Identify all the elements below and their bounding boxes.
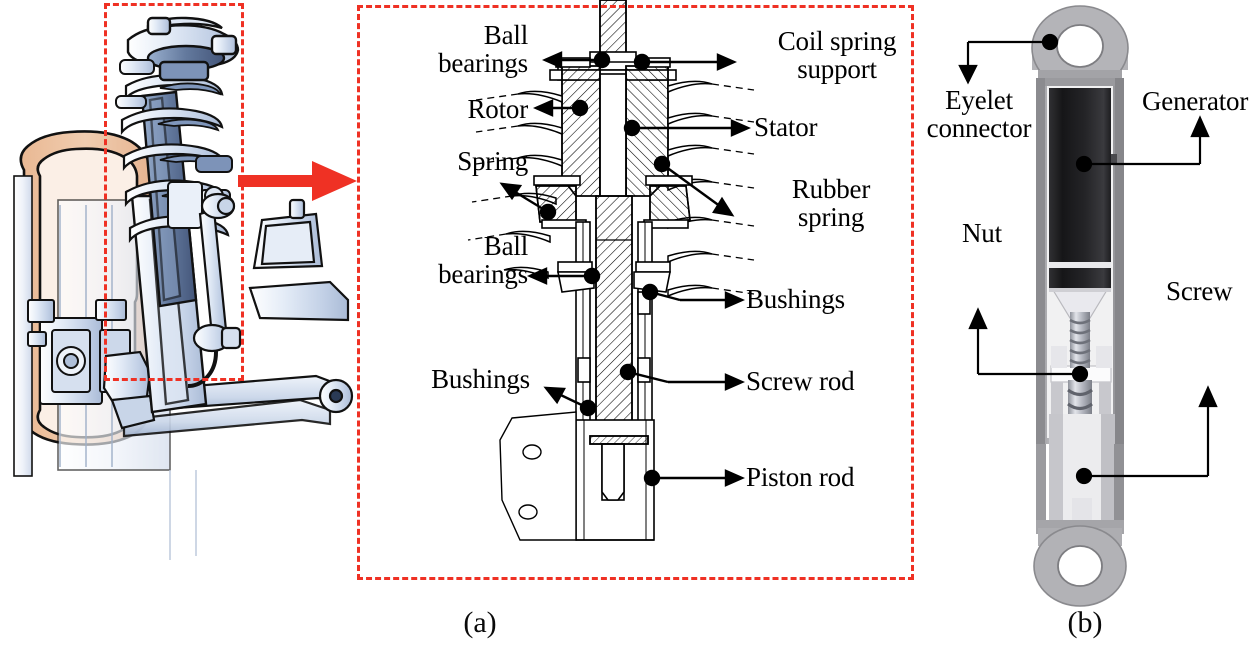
eyelet-connector-bottom xyxy=(1033,525,1127,607)
screw-upper xyxy=(1069,312,1091,368)
label-screw: Screw xyxy=(1166,276,1233,306)
strut-cutaway-drawing xyxy=(467,0,755,541)
label-rubber-spring: Rubber spring xyxy=(791,174,871,232)
spring-seat-flanges xyxy=(533,175,693,229)
nut xyxy=(1050,346,1112,414)
label-ball-bearings-top: Ball bearings xyxy=(438,20,528,78)
screw-rod xyxy=(595,195,633,445)
steering-knuckle xyxy=(102,350,156,430)
label-spring: Spring xyxy=(457,146,528,176)
label-screw-rod: Screw rod xyxy=(746,366,855,396)
piston-rod-bottom xyxy=(589,435,649,501)
cut-plane-lines xyxy=(169,470,197,560)
suspension-illustration xyxy=(13,16,354,560)
label-bushings-right: Bushings xyxy=(746,284,845,314)
label-ball-bearings-mid: Ball bearings xyxy=(438,231,528,289)
mounting-bracket xyxy=(499,411,577,541)
caption-panel-a: (a) xyxy=(463,606,497,639)
lower-rod-section xyxy=(1036,414,1124,526)
label-coil-spring-support: Coil spring support xyxy=(777,26,897,84)
damper-photo-panel: Eyelet connector Generator Nut Screw xyxy=(920,0,1255,607)
callout-leaders-b xyxy=(958,33,1218,485)
label-rotor: Rotor xyxy=(467,94,528,124)
callout-leaders xyxy=(499,51,751,487)
label-eyelet-connector: Eyelet connector xyxy=(926,85,1032,143)
strut-top-mount xyxy=(126,16,240,82)
zoom-callout-arrow xyxy=(238,161,357,201)
inner-bore xyxy=(599,73,627,197)
suspension-illustration-panel xyxy=(0,0,354,600)
caption-panel-b: (b) xyxy=(1067,606,1103,639)
suspension-linkages xyxy=(115,59,233,229)
label-bushings-left: Bushings xyxy=(431,364,530,394)
generator xyxy=(1049,88,1117,288)
strut-cutaway-panel: Ball bearings Rotor Spring Ball bearings… xyxy=(350,0,920,600)
subframe-bracket xyxy=(248,198,350,322)
ball-joint xyxy=(192,323,242,353)
label-nut: Nut xyxy=(962,218,1002,248)
damper-cutaway-photo xyxy=(958,5,1218,607)
label-stator: Stator xyxy=(754,112,818,142)
eyelet-connector-top xyxy=(1031,5,1129,91)
label-generator: Generator xyxy=(1142,86,1249,116)
label-piston-rod: Piston rod xyxy=(746,462,855,492)
rubber-spring xyxy=(649,185,691,223)
